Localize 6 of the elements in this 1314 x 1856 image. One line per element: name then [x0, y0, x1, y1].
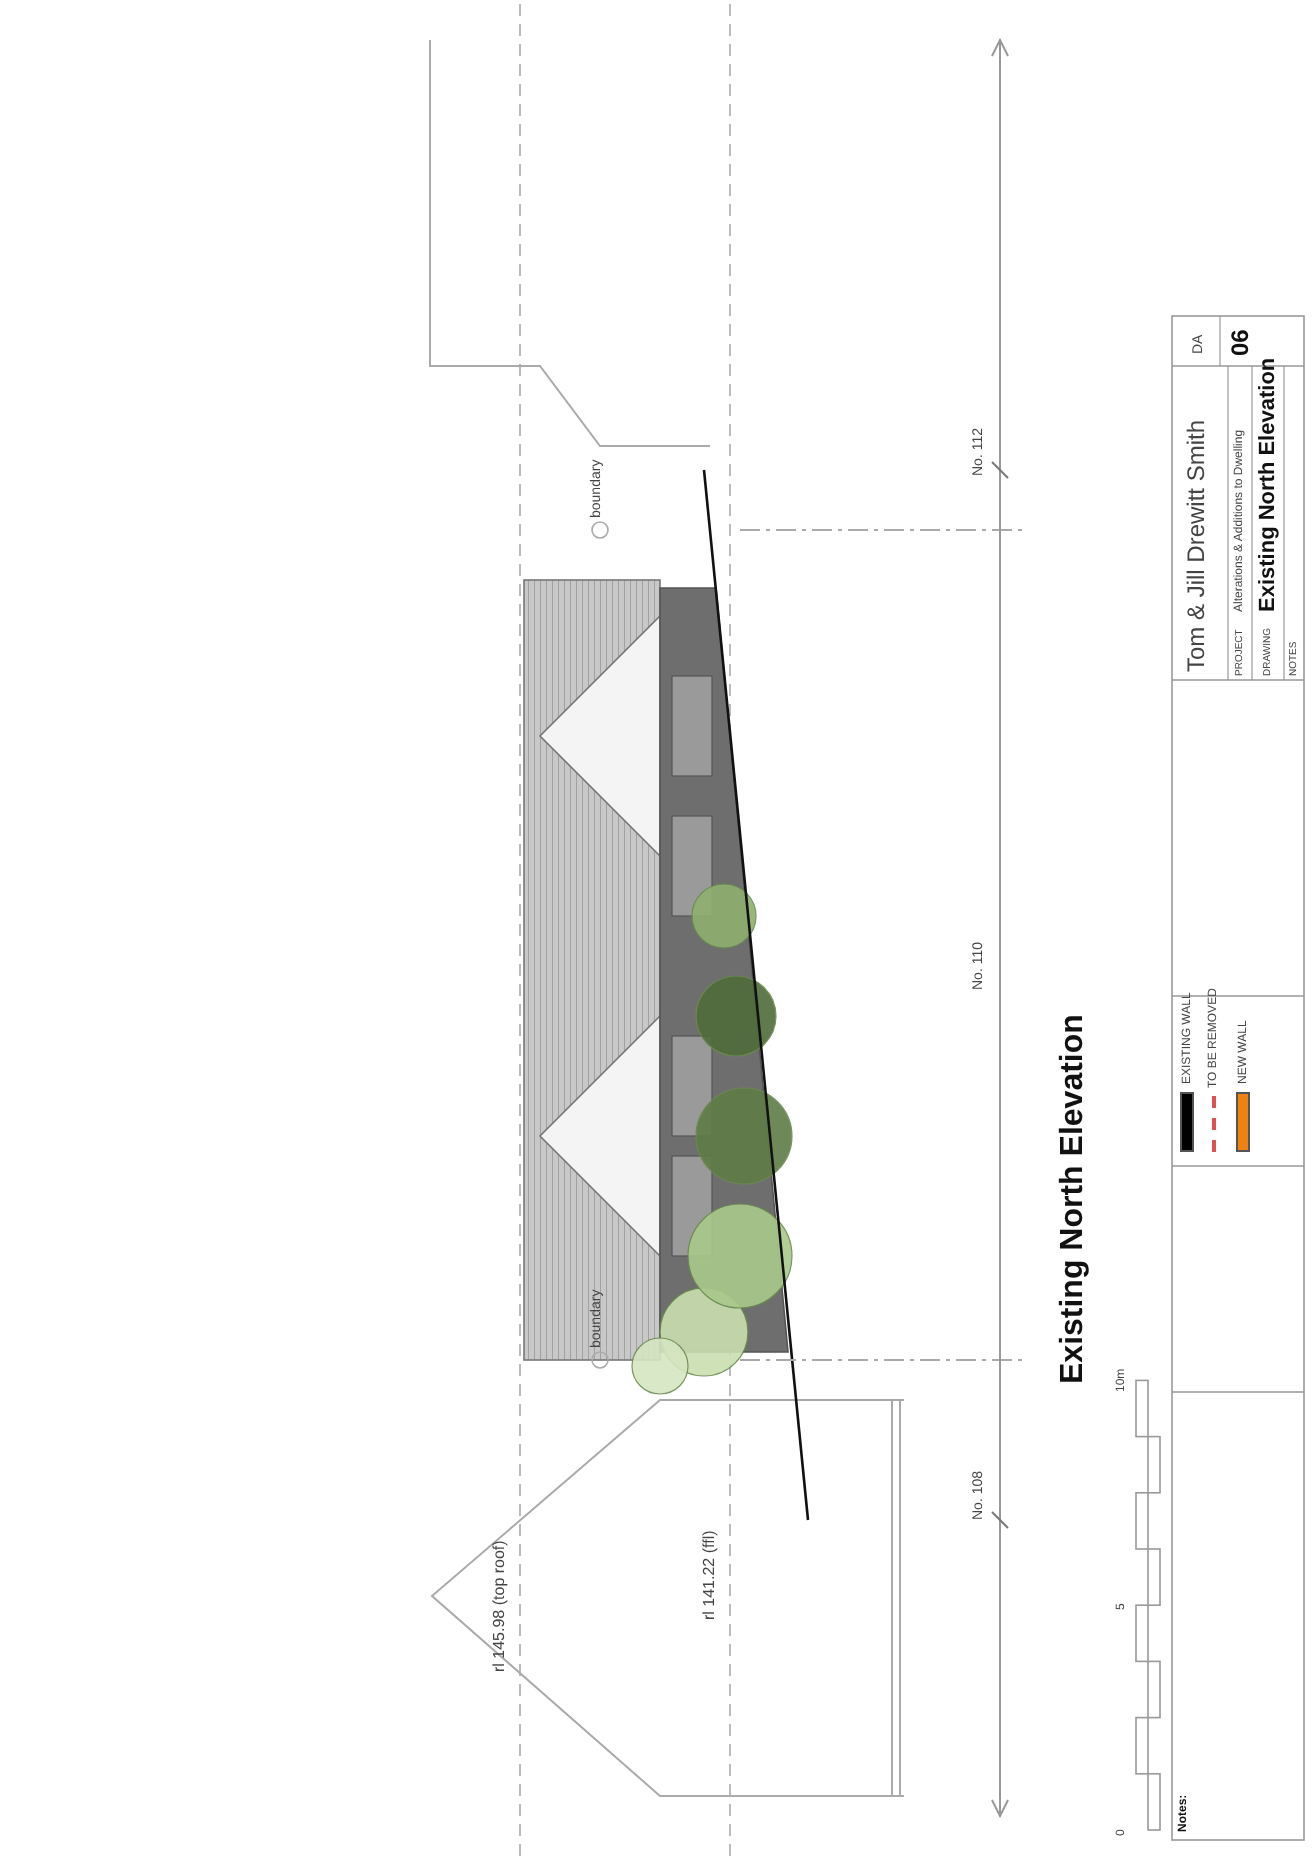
drawing-name: Existing North Elevation — [1256, 357, 1281, 612]
drawing-title: Existing North Elevation — [1056, 1014, 1092, 1384]
level-label: rl 141.22 (ffl) — [702, 1530, 720, 1620]
client-name: Tom & Jill Drewitt Smith — [1184, 419, 1211, 672]
sheet-number: 06 — [1228, 329, 1255, 356]
level-label: rl 145.98 (top roof) — [492, 1540, 510, 1672]
